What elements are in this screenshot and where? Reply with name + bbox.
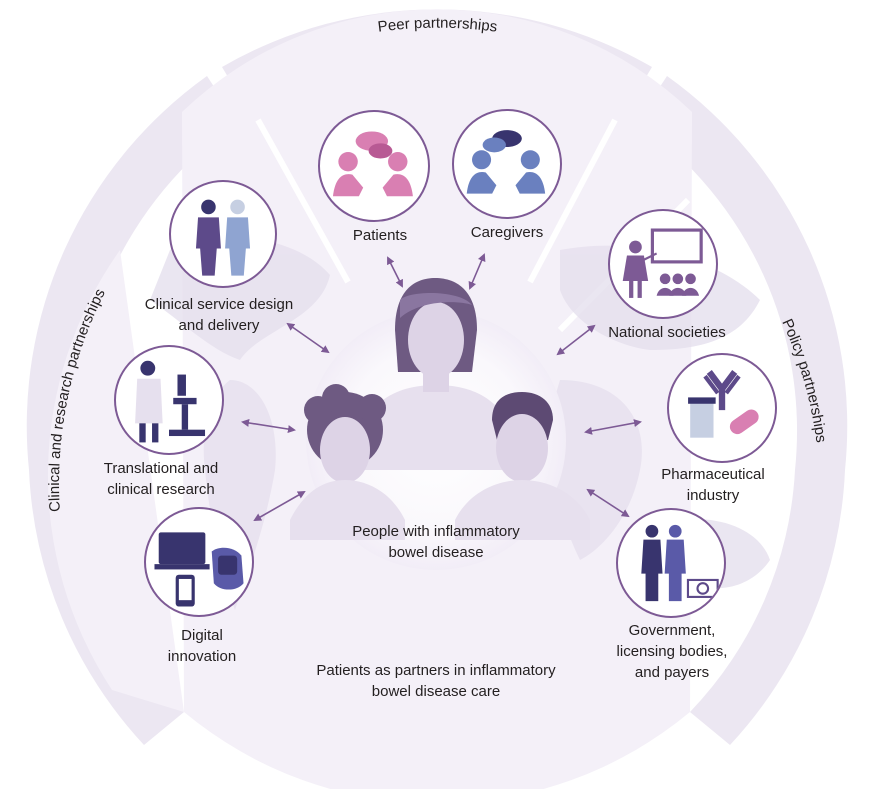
pharmaceutical-icon: [667, 353, 777, 463]
peer-partnerships-label: Peer partnerships: [377, 15, 498, 36]
arrow-clinical-service: [286, 322, 330, 354]
national-societies-label: National societies: [608, 324, 726, 341]
svg-text:Peer partnerships: Peer partnerships: [377, 15, 498, 36]
clinicians-icon: [169, 180, 277, 288]
connector-arrows: [241, 253, 642, 521]
caregivers-icon: [452, 109, 562, 219]
pharmaceutical-industry-label: Pharmaceutical industry: [661, 466, 765, 504]
government-payers-icon: [616, 508, 726, 618]
bottom-caption: Patients as partners in inflammatory bow…: [316, 662, 556, 700]
arrow-caregivers: [468, 253, 486, 290]
government-label: Government, licensing bodies, and payers: [616, 622, 728, 681]
clinical-service-label: Clinical service design and delivery: [144, 296, 294, 334]
digital-devices-icon: [144, 507, 254, 617]
research-microscope-icon: [114, 345, 224, 455]
arrow-translational: [241, 418, 296, 434]
arrow-patients: [387, 256, 403, 288]
caregivers-label: Caregivers: [470, 224, 544, 241]
translational-research-label: Translational and clinical research: [103, 460, 219, 498]
arrow-pharma: [584, 419, 642, 435]
arrow-national: [556, 324, 596, 356]
patients-label: Patients: [352, 227, 408, 244]
policy-segment: [637, 76, 848, 745]
arrow-government: [586, 488, 630, 518]
digital-innovation-label: Digital innovation: [167, 627, 237, 665]
center-people-illustration: [290, 278, 590, 540]
national-societies-icon: [608, 209, 718, 319]
patients-icon: [318, 110, 430, 222]
people-center-label: People with inflammatory bowel disease: [352, 523, 520, 561]
arrow-digital: [253, 491, 306, 521]
